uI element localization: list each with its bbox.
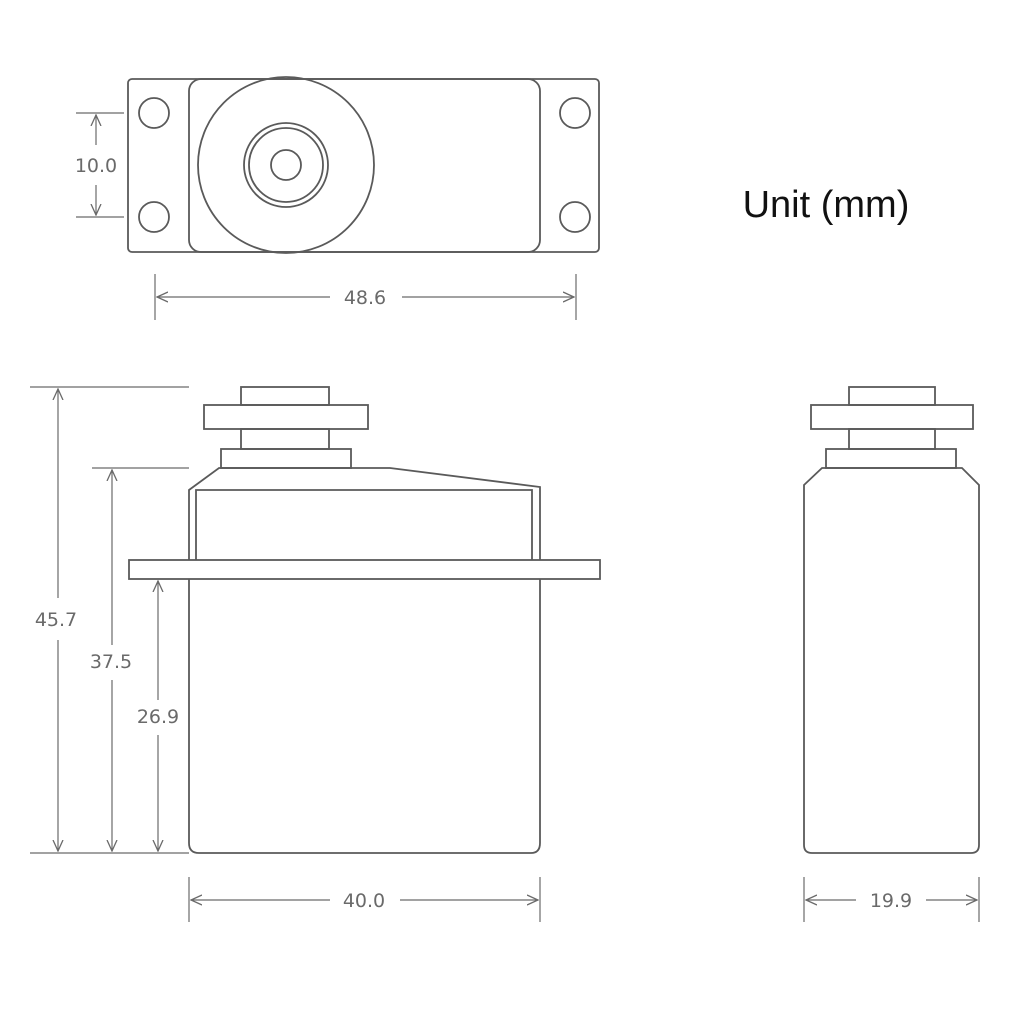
dimension-body-width-label: 19.9 xyxy=(870,890,912,912)
dimension-total-height-label: 45.7 xyxy=(35,609,77,631)
mount-hole-top-right xyxy=(559,97,591,129)
dimension-body-length: 40.0 xyxy=(188,877,541,922)
horn-disc xyxy=(203,404,369,430)
dimension-body-top-height: 37.5 xyxy=(90,467,189,851)
top-view xyxy=(127,76,600,254)
mounting-flange xyxy=(128,559,601,580)
output-shaft-outer-ring xyxy=(243,122,329,208)
dimension-body-length-label: 40.0 xyxy=(343,890,385,912)
dimension-body-width: 19.9 xyxy=(803,877,980,922)
top-cover xyxy=(188,467,541,560)
side-horn-disc xyxy=(810,404,974,430)
dimension-overall-length-label: 48.6 xyxy=(344,287,386,309)
horn-top xyxy=(240,386,330,406)
side-output-bushing xyxy=(825,448,957,469)
top-view-body xyxy=(188,78,541,253)
dimension-hole-spacing: 10.0 xyxy=(75,112,124,218)
dimension-mount-height-label: 26.9 xyxy=(137,706,179,728)
dimension-hole-spacing-label: 10.0 xyxy=(75,155,117,177)
dimension-body-top-height-label: 37.5 xyxy=(90,651,132,673)
side-horn-top xyxy=(848,386,936,406)
side-view xyxy=(803,386,980,854)
output-shaft-inner-ring xyxy=(248,127,324,203)
dimension-overall-length: 48.6 xyxy=(154,274,577,320)
side-body xyxy=(803,467,980,854)
dimension-total-height: 45.7 xyxy=(30,386,189,854)
horn-neck xyxy=(240,428,330,450)
output-shaft-hole xyxy=(270,149,302,181)
front-view xyxy=(128,386,601,854)
side-horn-neck xyxy=(848,428,936,450)
mount-hole-top-left xyxy=(138,97,170,129)
dimension-mount-height: 26.9 xyxy=(137,581,179,851)
output-gear-housing xyxy=(197,76,375,254)
output-bushing xyxy=(220,448,352,469)
unit-label: Unit (mm) xyxy=(743,184,910,226)
top-cover-inner xyxy=(195,489,533,560)
lower-body xyxy=(188,579,541,854)
mount-hole-bottom-right xyxy=(559,201,591,233)
mount-hole-bottom-left xyxy=(138,201,170,233)
